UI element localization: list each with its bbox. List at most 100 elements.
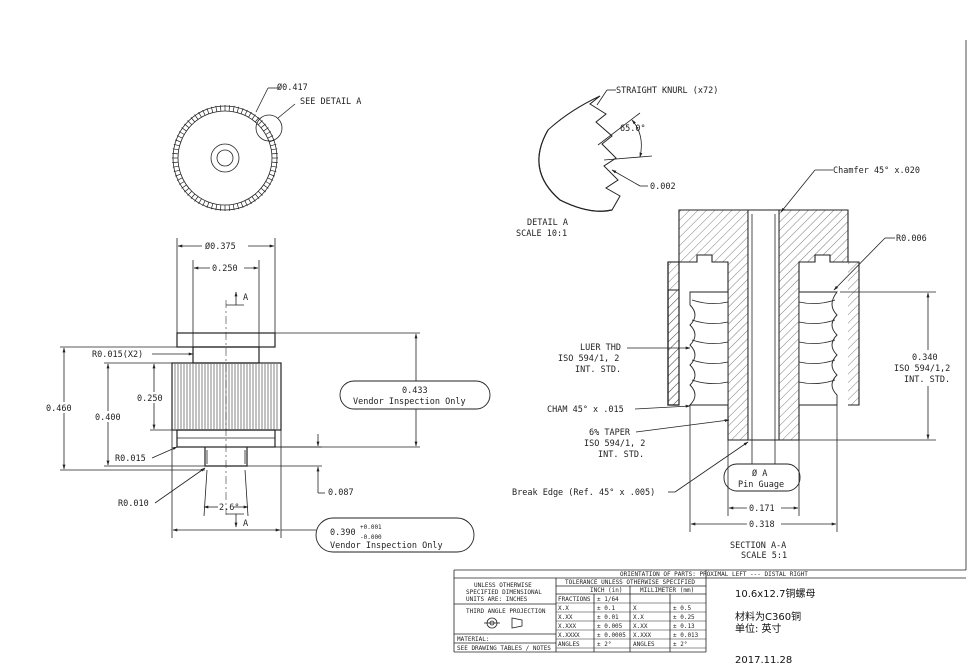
unless-1: UNLESS OTHERWISE: [474, 582, 532, 589]
tol-cell: X.XXX: [633, 632, 651, 639]
leader-dia: [255, 87, 269, 113]
knurl-leader-a: [596, 89, 608, 106]
knurl-label: STRAIGHT KNURL (x72): [616, 86, 718, 96]
dim-0250-top-label: 0.250: [212, 264, 238, 274]
gear-tooth: [248, 111, 252, 118]
thread-crest-right: [798, 359, 836, 364]
tol-cell: ± 0.25: [673, 614, 695, 621]
gear-tooth: [254, 117, 260, 123]
gear-tooth: [257, 190, 263, 196]
r0015x2-label: R0.015(X2): [92, 350, 143, 360]
detail-a-circle: [255, 114, 283, 142]
gear-tooth: [210, 203, 214, 210]
thread-crest-left: [691, 319, 729, 324]
dim-bg: [45, 402, 77, 413]
section-title: SECTION A-A: [730, 541, 786, 551]
vendor-note-2: Vendor Inspection Only: [330, 541, 443, 551]
gear-tooth: [187, 120, 193, 126]
tol-cell: X.XXXX: [558, 632, 580, 639]
gear-tooth: [254, 193, 260, 199]
dim-bg: [202, 240, 248, 251]
angle-ray-2: [603, 155, 653, 161]
dim-0087-label: 0.087: [328, 488, 354, 498]
r0010-label: R0.010: [118, 499, 149, 509]
dim-bg: [136, 392, 168, 403]
depth-label: 0.002: [650, 182, 676, 192]
tol-cell: ± 1/64: [597, 596, 619, 603]
depth-leader: [611, 169, 641, 187]
gear-tooth: [236, 203, 240, 210]
thread-lines: [691, 299, 836, 384]
detail-a-arc: [538, 129, 613, 212]
vendor-note-1: Vendor Inspection Only: [353, 397, 466, 407]
tol-cell: X.X: [558, 605, 569, 612]
leader-r0015: [151, 446, 178, 459]
dim-bg: [747, 502, 781, 513]
gear-tooth: [176, 135, 183, 139]
detail-a: STRAIGHT KNURL (x72) 65.0° 0.002 DETAIL …: [516, 86, 718, 239]
gear-tooth: [190, 193, 196, 199]
dim-bg: [93, 411, 125, 422]
date: 2017.11.28: [735, 655, 792, 666]
gear-tooth: [178, 181, 185, 185]
tol-cell: ± 0.0005: [597, 632, 626, 639]
mm-header: MILLIMETER (mm): [640, 587, 694, 594]
tol-cell: ANGLES: [558, 641, 580, 648]
gear-tooth: [194, 114, 199, 120]
dim-0390-label: 0.390: [330, 528, 356, 538]
gear-tooth: [220, 105, 222, 112]
tol-cell: ± 0.005: [597, 623, 623, 630]
gear-tooth: [263, 184, 269, 189]
dim-0318-label: 0.318: [749, 520, 775, 530]
tol-cell: ± 0.1: [597, 605, 615, 612]
ext-angle-l: [203, 469, 208, 517]
angle-arc: [631, 119, 643, 158]
pin-gauge-label: Pin Guage: [738, 480, 784, 490]
detail-a-outline: [538, 95, 621, 212]
dim-bg: [893, 350, 965, 386]
dim-0390-plus: +0.001: [360, 524, 382, 531]
thread-crest-right: [798, 379, 836, 384]
top-view: Ø0.417 SEE DETAIL A: [172, 82, 361, 211]
gear-tooth: [172, 148, 179, 151]
gear-teeth: [172, 105, 278, 211]
dim-bg: [210, 262, 244, 273]
section-view: Chamfer 45° x.020 R0.006 LUER THD ISO 59…: [512, 166, 965, 561]
gear-tooth: [232, 105, 235, 112]
r0015-label: R0.015: [115, 454, 146, 464]
gear-tooth: [244, 109, 248, 116]
tol-cell: ANGLES: [633, 641, 655, 648]
thread-crest-right: [798, 299, 836, 304]
gear-tooth: [194, 196, 199, 202]
section-right-half: [778, 209, 849, 441]
dia-0375-label: Ø0.375: [205, 241, 236, 252]
gear-tooth: [244, 200, 248, 207]
gear-tooth: [172, 153, 179, 155]
thread-crest-left: [691, 379, 729, 384]
dim-0250-side-label: 0.250: [137, 394, 163, 404]
luer-line-2: ISO 594/1, 2: [558, 354, 619, 364]
tol-cell: X.XX: [558, 614, 573, 621]
gear-tooth: [181, 127, 187, 132]
gear-tooth: [267, 177, 274, 181]
r0006-leader: [833, 237, 886, 291]
tol-cell: X: [633, 605, 637, 612]
leader-detail: [277, 103, 296, 119]
title-block: ORIENTATION OF PARTS: PROXIMAL LEFT --- …: [453, 569, 966, 666]
gear-tooth: [198, 198, 202, 205]
iso-right-1: ISO 594/1,2: [894, 364, 950, 374]
third-angle-label: THIRD ANGLE PROJECTION: [466, 608, 546, 615]
taper-line-3: INT. STD.: [598, 450, 644, 460]
tol-cell: ± 0.013: [673, 632, 699, 639]
gear-tooth: [251, 196, 256, 202]
taper-line-1: 6% TAPER: [589, 428, 631, 438]
dim-0400-label: 0.400: [95, 413, 121, 423]
gear-tooth: [232, 204, 235, 211]
section-marker-top: A: [243, 293, 248, 303]
detail-a-title: DETAIL A: [527, 218, 568, 228]
section-scale: SCALE 5:1: [741, 551, 787, 561]
gear-tooth: [248, 198, 252, 205]
chamfer-label: Chamfer 45° x.020: [833, 166, 920, 176]
gear-tooth: [198, 111, 202, 118]
pin-gauge-box: [723, 463, 801, 492]
